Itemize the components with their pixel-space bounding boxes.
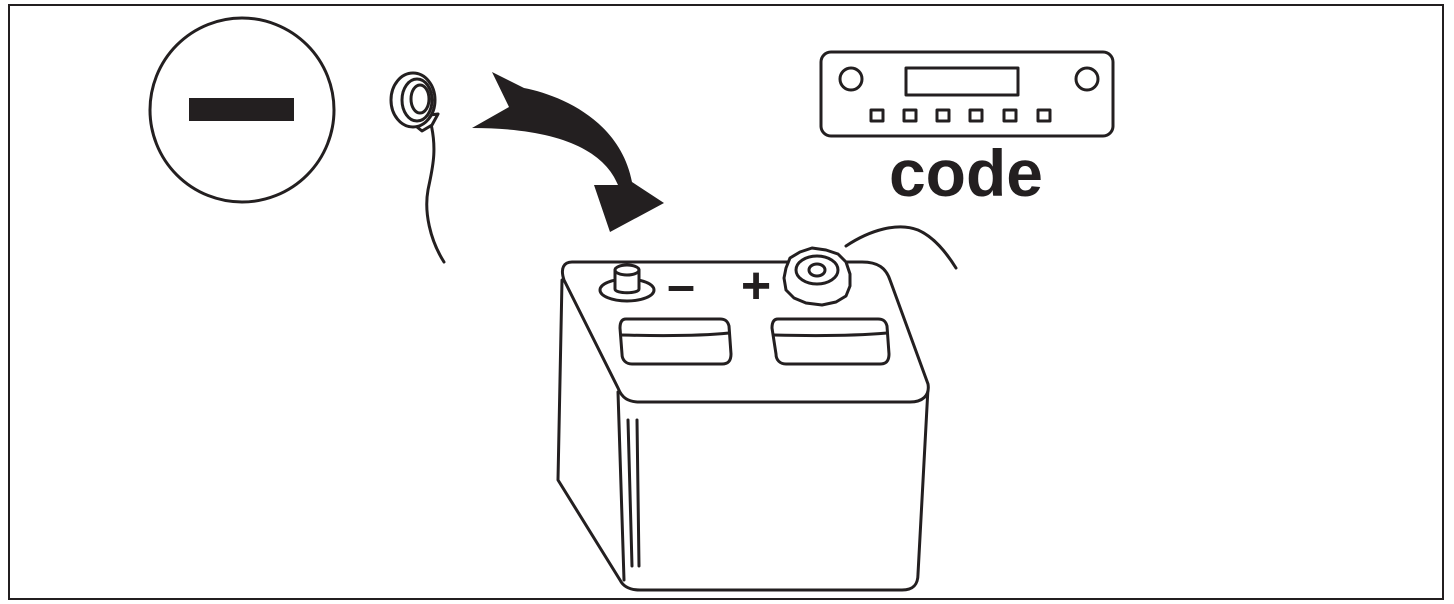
curved-arrow-icon <box>472 72 664 232</box>
radio-code-label: code <box>889 136 1043 210</box>
cable-terminal-icon <box>391 73 444 262</box>
minus-sign-icon <box>150 18 334 202</box>
car-radio-icon <box>821 52 1113 136</box>
battery-negative-symbol: – <box>667 257 695 313</box>
battery-positive-symbol: + <box>741 257 771 315</box>
